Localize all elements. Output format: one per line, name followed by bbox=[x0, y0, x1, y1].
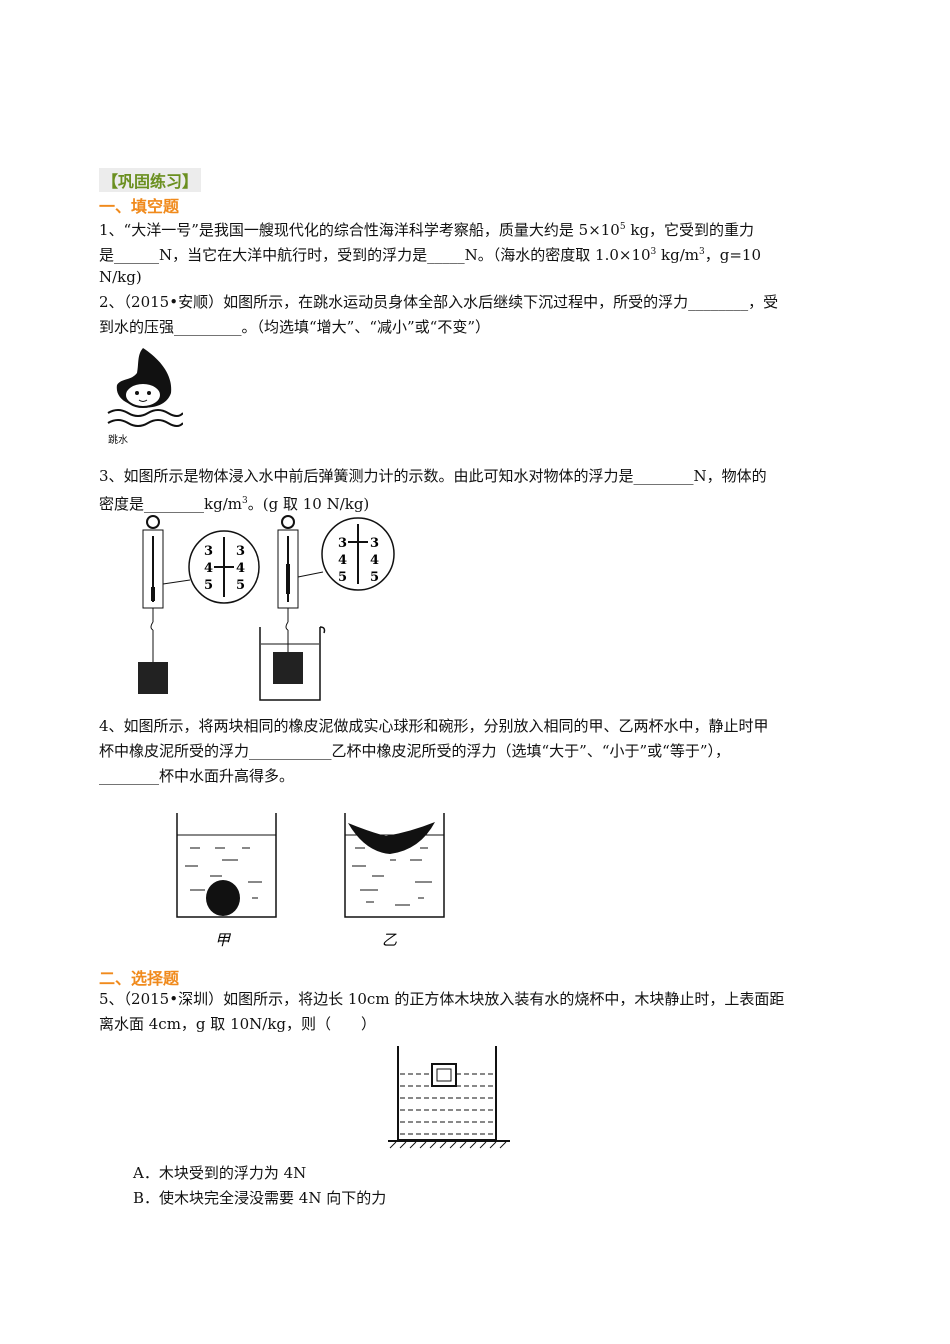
svg-text:3: 3 bbox=[204, 544, 213, 559]
cup-jia: 甲 bbox=[176, 813, 277, 949]
q4-line2: 杯中橡皮泥所受的浮力___________乙杯中橡皮泥所受的浮力（选填“大于”、… bbox=[99, 742, 731, 760]
diver-figure: 跳水 bbox=[107, 348, 183, 446]
svg-text:4: 4 bbox=[370, 553, 379, 568]
q2-line1: 2、（2015•安顺）如图所示，在跳水运动员身体全部入水后继续下沉过程中，所受的… bbox=[99, 293, 779, 311]
q1-line2: 是______N，当它在大洋中航行时，受到的浮力是_____N。（海水的密度取 … bbox=[99, 246, 762, 264]
spring-scale-right: 3 3 4 4 5 5 bbox=[259, 515, 395, 701]
q1-line1: 1、“大洋一号”是我国一艘现代化的综合性海洋科学考察船，质量大约是 5×105 … bbox=[99, 221, 755, 239]
wood-block-figure bbox=[388, 1046, 510, 1149]
svg-text:3: 3 bbox=[236, 544, 245, 559]
svg-text:3: 3 bbox=[338, 536, 347, 551]
q4-line3: ________杯中水面升高得多。 bbox=[99, 767, 295, 785]
section-tag: 【巩固练习】 bbox=[99, 168, 202, 192]
spring-scale-left: 3 3 4 4 5 5 bbox=[138, 515, 260, 694]
svg-text:3: 3 bbox=[370, 536, 379, 551]
q4-line1: 4、如图所示，将两块相同的橡皮泥做成实心球形和碗形，分别放入相同的甲、乙两杯水中… bbox=[99, 717, 769, 735]
label-jia: 甲 bbox=[215, 931, 232, 949]
q5-line1: 5、（2015•深圳）如图所示，将边长 10cm 的正方体木块放入装有水的烧杯中… bbox=[99, 990, 785, 1008]
label-yi: 乙 bbox=[382, 931, 397, 949]
svg-text:4: 4 bbox=[236, 561, 245, 576]
q3-line2: 密度是________kg/m3。(g 取 10 N/kg) bbox=[99, 495, 370, 513]
section-title-choice: 二、选择题 bbox=[99, 969, 180, 988]
q5-option-b: B．使木块完全浸没需要 4N 向下的力 bbox=[133, 1189, 387, 1207]
section-title-fill-in: 一、填空题 bbox=[99, 197, 180, 216]
q5-option-a: A．木块受到的浮力为 4N bbox=[133, 1164, 307, 1182]
svg-text:5: 5 bbox=[204, 578, 213, 593]
q1-line3: N/kg) bbox=[99, 268, 142, 286]
svg-text:5: 5 bbox=[338, 570, 347, 585]
svg-text:5: 5 bbox=[370, 570, 379, 585]
cup-yi: 乙 bbox=[344, 813, 445, 949]
diver-caption: 跳水 bbox=[108, 433, 128, 446]
clay-cups-figure: 甲 乙 bbox=[176, 813, 445, 949]
svg-text:5: 5 bbox=[236, 578, 245, 593]
q5-line2: 离水面 4cm，g 取 10N/kg，则（ ） bbox=[99, 1015, 377, 1033]
svg-text:4: 4 bbox=[204, 561, 213, 576]
q3-line1: 3、如图所示是物体浸入水中前后弹簧测力计的示数。由此可知水对物体的浮力是____… bbox=[99, 467, 767, 485]
q2-line2: 到水的压强_________。（均选填“增大”、“减小”或“不变”） bbox=[99, 318, 491, 336]
svg-text:4: 4 bbox=[338, 553, 347, 568]
spring-scale-figure: 3 3 4 4 5 5 3 3 4 4 5 5 bbox=[138, 515, 395, 701]
